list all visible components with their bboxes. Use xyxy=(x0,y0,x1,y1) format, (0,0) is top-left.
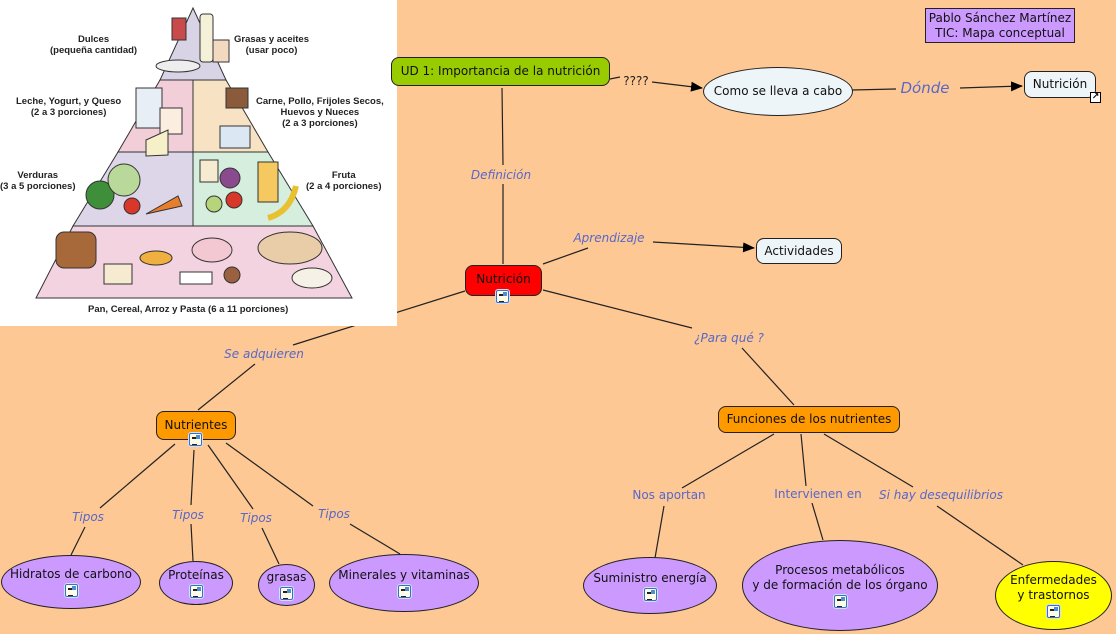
pyramid-label-fats: Grasas y aceites(usar poco) xyxy=(234,34,310,56)
concept-root[interactable]: UD 1: Importancia de la nutrición xyxy=(391,57,610,86)
link-label-tipos[interactable]: Tipos xyxy=(240,511,272,525)
concept-como-label: Como se lleva a cabo xyxy=(713,84,843,98)
concept-hidratos-label: Hidratos de carbono xyxy=(10,567,132,581)
line-nutrientes-tipos1 xyxy=(99,443,176,509)
pyramid-label-protein: Carne, Pollo, Frijoles Secos,Huevos y Nu… xyxy=(256,96,384,129)
concept-enfermedades-y-trastornos[interactable]: Enfermedades y trastornos xyxy=(995,561,1112,630)
concept-como-se-lleva-a-cabo[interactable]: Como se lleva a cabo xyxy=(703,67,853,116)
concept-hidratos-de-carbono[interactable]: Hidratos de carbono xyxy=(1,555,141,609)
map-subtitle: TIC: Mapa conceptual xyxy=(935,25,1065,40)
concept-nutrientes-label: Nutrientes xyxy=(164,418,228,432)
concept-suministro-energia[interactable]: Suministro energía xyxy=(583,557,717,614)
food-pyramid-image: Dulces(pequeña cantidad) Grasas y aceite… xyxy=(0,0,397,326)
line-tipos4-minerales xyxy=(349,523,401,555)
line-qqqq-como xyxy=(651,81,703,92)
author-credit-box[interactable]: Pablo Sánchez Martínez TIC: Mapa concept… xyxy=(925,8,1075,43)
concept-procesos-label-1: Procesos metabólicos xyxy=(775,563,905,577)
link-label-definicion[interactable]: Definición xyxy=(470,168,532,182)
concept-procesos-label-2: y de formación de los órgano xyxy=(752,578,928,592)
link-label-tipos[interactable]: Tipos xyxy=(318,507,350,521)
line-nutricion-paraque xyxy=(542,289,693,329)
line-desequilibrios-enfermedades xyxy=(936,505,1024,566)
resource-document-icon[interactable] xyxy=(643,587,657,601)
line-root-qqqq xyxy=(609,76,621,80)
pyramid-label-grains: Pan, Cereal, Arroz y Pasta (6 a 11 porci… xyxy=(88,304,289,315)
resource-document-icon[interactable] xyxy=(1047,605,1060,618)
resource-document-icon[interactable] xyxy=(280,587,293,600)
pyramid-drawing xyxy=(35,6,353,299)
link-label-nos-aportan[interactable]: Nos aportan xyxy=(632,488,706,502)
resource-document-icon[interactable] xyxy=(833,595,847,608)
concept-enfermedades-label-1: Enfermedades xyxy=(1010,573,1097,587)
concept-nutricion-label: Nutrición xyxy=(476,272,531,286)
concept-enfermedades-label-2: y trastornos xyxy=(1017,588,1090,602)
concept-nutricion-link-label: Nutrición xyxy=(1032,77,1088,91)
line-seadquieren-nutrientes xyxy=(197,363,256,411)
link-label-intervienen-en[interactable]: Intervienen en xyxy=(774,487,862,501)
concept-funciones-label: Funciones de los nutrientes xyxy=(726,412,892,426)
line-aprendizaje-actividades xyxy=(652,241,755,253)
pyramid-label-vegetables: Verduras(3 a 5 porciones) xyxy=(0,170,76,192)
line-paraque-funciones xyxy=(741,347,795,406)
resource-document-icon[interactable] xyxy=(64,584,78,597)
external-link-icon[interactable]: ↗ xyxy=(1090,92,1101,103)
line-tipos1-hidratos xyxy=(70,526,86,556)
concept-proteinas-label: Proteínas xyxy=(168,568,224,582)
link-label-qqqq[interactable]: ???? xyxy=(623,74,649,88)
concept-nutricion-link[interactable]: Nutrición xyxy=(1024,71,1096,98)
concept-procesos-metabolicos[interactable]: Procesos metabólicos y de formación de l… xyxy=(742,540,938,631)
line-como-donde xyxy=(851,88,897,91)
concept-actividades[interactable]: Actividades xyxy=(756,238,842,264)
line-nutrientes-tipos2 xyxy=(190,449,195,506)
line-nutrientes-tipos4 xyxy=(225,442,314,507)
concept-funciones[interactable]: Funciones de los nutrientes xyxy=(718,406,900,433)
pyramid-label-dairy: Leche, Yogurt, y Queso(2 a 3 porciones) xyxy=(16,96,122,118)
food-illustrations xyxy=(55,13,333,289)
line-nosaportan-suministro xyxy=(654,505,665,559)
concept-minerales-label: Minerales y vitaminas xyxy=(338,568,470,582)
link-label-si-hay-desequilibrios[interactable]: Si hay desequilibrios xyxy=(879,488,1003,502)
line-funciones-intervienen xyxy=(800,433,807,487)
concept-minerales-y-vitaminas[interactable]: Minerales y vitaminas xyxy=(329,554,479,612)
pyramid-label-sweets: Dulces(pequeña cantidad) xyxy=(50,34,138,56)
resource-document-icon[interactable] xyxy=(189,433,202,446)
line-nutrientes-tipos3 xyxy=(207,444,254,510)
line-intervienen-procesos xyxy=(811,502,824,541)
concept-grasas[interactable]: grasas xyxy=(258,564,315,606)
link-label-donde[interactable]: Dónde xyxy=(900,79,950,97)
pyramid-label-fruit: Fruta(2 a 4 porciones) xyxy=(306,170,382,192)
resource-document-icon[interactable] xyxy=(397,585,411,598)
line-tipos3-grasas xyxy=(261,527,280,565)
author-name: Pablo Sánchez Martínez xyxy=(928,10,1072,25)
link-label-para-que[interactable]: ¿Para qué ? xyxy=(694,331,764,345)
line-funciones-nosaportan xyxy=(681,433,775,489)
concept-root-label: UD 1: Importancia de la nutrición xyxy=(400,64,601,78)
line-nutricion-aprendizaje xyxy=(542,247,589,265)
line-donde-nutricion xyxy=(959,81,1023,92)
concept-grasas-label: grasas xyxy=(266,570,307,584)
concept-proteinas[interactable]: Proteínas xyxy=(159,561,233,605)
resource-document-icon[interactable] xyxy=(496,290,509,303)
line-funciones-desequilibrios xyxy=(823,433,914,488)
link-label-se-adquieren[interactable]: Se adquieren xyxy=(224,347,304,361)
link-label-tipos[interactable]: Tipos xyxy=(172,508,204,522)
concept-actividades-label: Actividades xyxy=(764,243,834,258)
concept-suministro-label: Suministro energía xyxy=(593,570,707,585)
resource-document-icon[interactable] xyxy=(189,585,203,598)
line-root-definicion xyxy=(501,87,504,166)
link-label-tipos[interactable]: Tipos xyxy=(72,510,104,524)
link-label-aprendizaje[interactable]: Aprendizaje xyxy=(573,231,645,245)
line-tipos2-proteinas xyxy=(190,523,194,562)
